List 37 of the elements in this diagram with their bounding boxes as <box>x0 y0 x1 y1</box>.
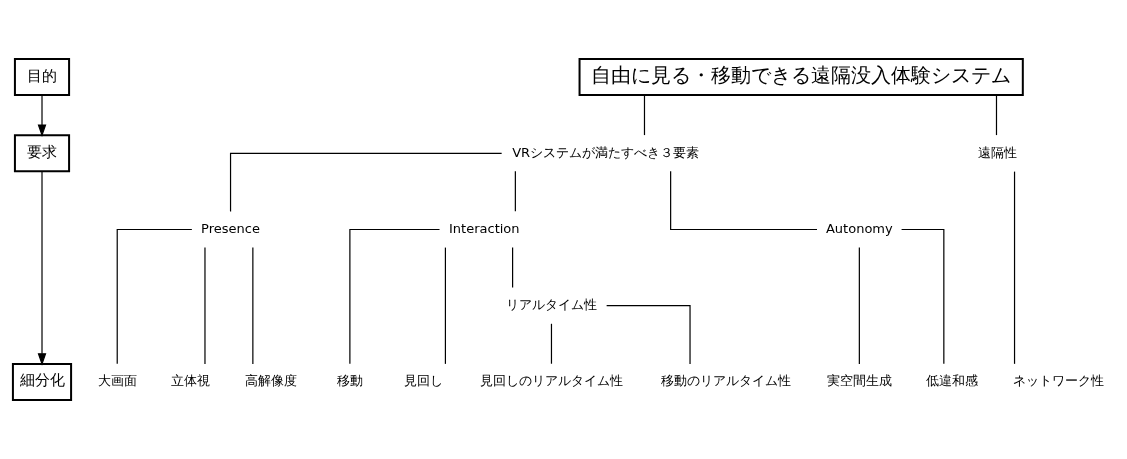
node-box: 要求 <box>13 134 71 173</box>
connector <box>116 228 193 365</box>
node-text: VRシステムが満たすべき３要素 <box>512 144 700 160</box>
connector <box>606 305 691 365</box>
node-text: 見回し <box>403 373 443 389</box>
connector <box>901 228 945 365</box>
node-text: ネットワーク性 <box>1013 373 1105 389</box>
node-text: 高解像度 <box>244 373 297 389</box>
node-text: 移動 <box>336 373 363 389</box>
connector <box>349 228 441 365</box>
node-text: Autonomy <box>825 220 893 236</box>
connector <box>1013 171 1016 365</box>
connector <box>512 246 514 289</box>
connector <box>858 247 860 365</box>
node-text: 低違和感 <box>925 373 978 389</box>
node-text: Presence <box>201 220 260 236</box>
connector <box>643 94 646 136</box>
node-text: 見回しのリアルタイム性 <box>479 373 623 389</box>
connector <box>229 152 503 213</box>
node-text: 大画面 <box>97 373 137 389</box>
connector <box>550 323 553 365</box>
connector <box>252 247 254 365</box>
arrow <box>37 171 47 366</box>
connector <box>995 94 998 136</box>
node-text: 遠隔性 <box>978 144 1018 160</box>
connector <box>444 247 446 365</box>
node-box: 目的 <box>13 58 71 97</box>
node-box: 細分化 <box>11 362 73 401</box>
connector <box>514 170 516 212</box>
node-text: Interaction <box>448 220 520 236</box>
node-text: リアルタイム性 <box>505 297 597 313</box>
node-text: 移動のリアルタイム性 <box>660 373 791 389</box>
arrow <box>37 94 47 137</box>
node-text: 実空間生成 <box>826 373 892 389</box>
node-text: 立体視 <box>170 373 210 389</box>
node-box: 自由に見る・移動できる遠隔没入体験システム <box>578 58 1024 97</box>
connector <box>670 170 818 231</box>
